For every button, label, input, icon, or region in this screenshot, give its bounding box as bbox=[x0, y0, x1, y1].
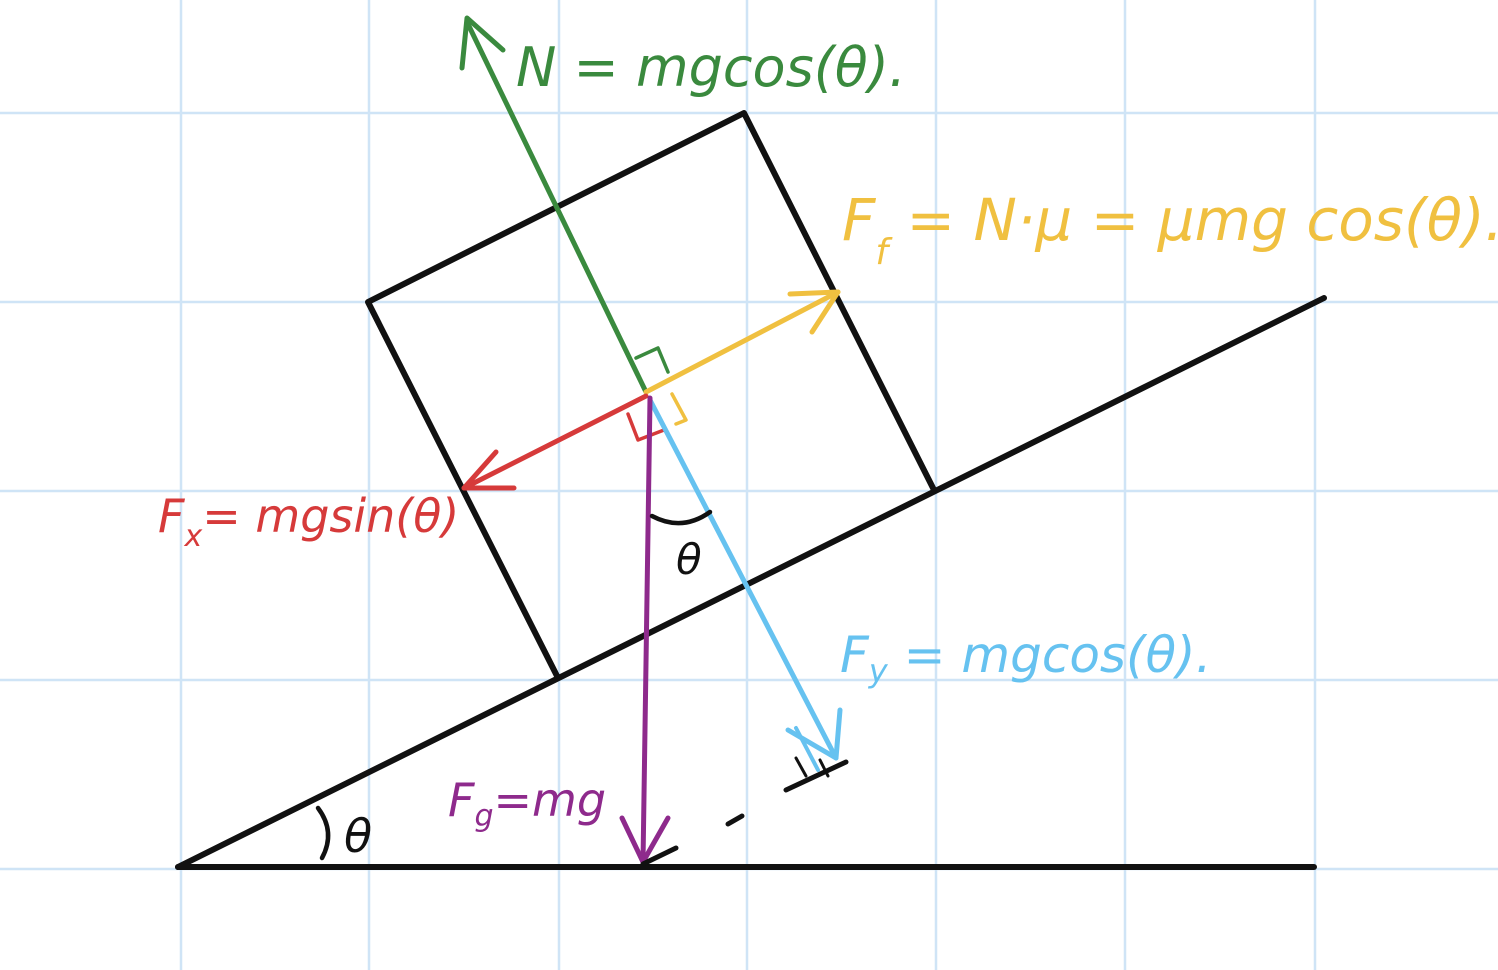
inner-angle-arc bbox=[649, 509, 713, 526]
incline bbox=[175, 295, 1327, 870]
normal-force-vector bbox=[459, 15, 670, 395]
perpendicular-component-label: Fy = mgcos(θ). bbox=[840, 626, 1211, 690]
right-angle-mark-red bbox=[626, 412, 666, 442]
perpendicular-component-vector bbox=[647, 397, 843, 772]
normal-force-label: N = mgcos(θ). bbox=[516, 36, 906, 99]
friction-force-label: Ff = N·μ = μmg cos(θ). bbox=[842, 186, 1498, 273]
incline-slope bbox=[175, 295, 1327, 870]
right-angle-mark-green bbox=[634, 346, 670, 374]
gravity-force-vector bbox=[619, 395, 713, 865]
right-angle-mark-yellow bbox=[670, 392, 688, 426]
dashed-projection-line bbox=[640, 756, 849, 867]
inner-angle-label: θ bbox=[676, 535, 702, 584]
gravity-force-label: Fg=mg bbox=[448, 773, 606, 834]
incline-angle-arc bbox=[315, 805, 331, 861]
friction-force-vector bbox=[643, 289, 841, 426]
parallel-component-vector bbox=[461, 393, 666, 491]
incline-angle-label: θ bbox=[344, 809, 372, 863]
parallel-component-label: Fx= mgsin(θ) bbox=[158, 489, 459, 554]
